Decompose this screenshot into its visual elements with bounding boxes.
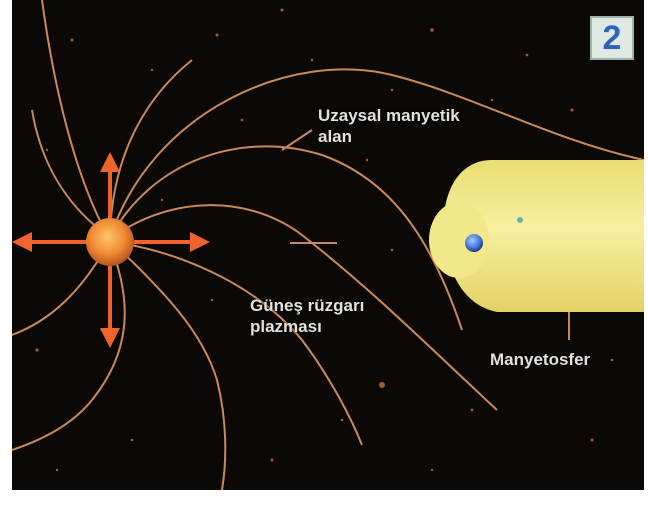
field-line — [111, 204, 498, 411]
field-line — [41, 0, 109, 237]
field-line — [109, 59, 193, 237]
field-line — [109, 68, 645, 239]
label-solar-wind-line1: Güneş rüzgarı — [250, 296, 365, 315]
earth — [465, 234, 483, 252]
magnetosphere — [429, 160, 644, 340]
sun — [86, 218, 134, 266]
label-magnetosphere: Manyetosfer — [490, 350, 591, 369]
star-field — [35, 8, 629, 472]
diagram-scene: 2 Uzaysal manyetik alan Güneş rüzgarı pl… — [11, 0, 645, 491]
field-label-pointer — [281, 129, 313, 151]
sun-radial-arrows — [12, 152, 210, 348]
field-line — [11, 243, 126, 451]
field-line — [111, 241, 227, 491]
figure-number-badge: 2 — [590, 16, 634, 60]
label-solar-wind-line2: plazması — [250, 317, 322, 336]
magnetosphere-bow — [429, 202, 489, 278]
diagram-canvas — [11, 0, 645, 491]
label-interplanetary-field-line1: Uzaysal manyetik — [318, 106, 460, 125]
field-line — [109, 145, 463, 331]
label-interplanetary-field-line2: alan — [318, 127, 353, 146]
field-line — [111, 241, 363, 446]
moon-marker — [517, 217, 523, 223]
magnetosphere-body — [443, 160, 644, 312]
